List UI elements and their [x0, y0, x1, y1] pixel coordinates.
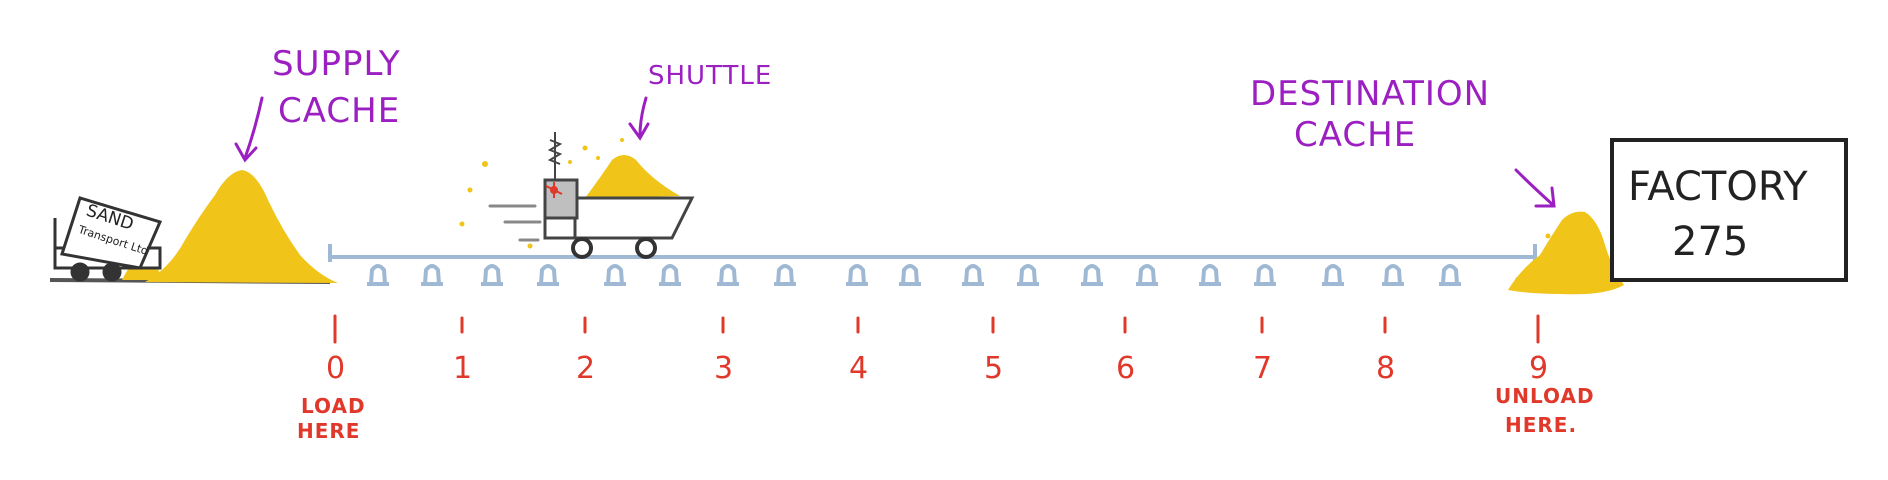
- destination-cache-label-line1: DESTINATION: [1250, 74, 1490, 114]
- supply-cache-arrow-icon: [234, 96, 264, 163]
- rail-support: [717, 264, 739, 286]
- rail-support: [962, 264, 984, 286]
- position-markers: 0 1 2 3 4 5 6 7 8 9: [326, 314, 1548, 386]
- rail-support: [899, 264, 921, 286]
- rail-support: [537, 264, 559, 286]
- rail-support: [1322, 264, 1344, 286]
- position-label-5: 5: [984, 351, 1003, 386]
- destination-sand-pile: [1508, 211, 1624, 295]
- supply-sand-pile: [145, 170, 338, 283]
- rail-support: [1199, 264, 1221, 286]
- shuttle-arrow-icon: [628, 96, 650, 141]
- sand-particles: [459, 138, 624, 249]
- rail-support: [1017, 264, 1039, 286]
- rail-support: [1439, 264, 1461, 286]
- rail-support: [1136, 264, 1158, 286]
- position-label-9: 9: [1529, 351, 1548, 386]
- unload-note-line1: UNLOAD: [1495, 384, 1595, 408]
- rail-support: [481, 264, 503, 286]
- shuttle-vehicle: [459, 132, 695, 259]
- load-note-line2: HERE: [297, 419, 360, 443]
- position-label-2: 2: [576, 351, 595, 386]
- rail-support: [1382, 264, 1404, 286]
- shuttle-red-light-icon: [545, 182, 563, 198]
- sand-truck: [53, 196, 163, 282]
- rail-support: [1081, 264, 1103, 286]
- shuttle-motor-box: [543, 178, 579, 220]
- position-label-1: 1: [453, 351, 472, 386]
- position-label-6: 6: [1116, 351, 1135, 386]
- rail-support: [367, 264, 389, 286]
- position-label-7: 7: [1253, 351, 1272, 386]
- position-label-3: 3: [714, 351, 733, 386]
- position-label-4: 4: [849, 351, 868, 386]
- factory-box: FACTORY 275: [1610, 138, 1848, 282]
- speed-lines: [488, 204, 542, 242]
- position-label-8: 8: [1376, 351, 1395, 386]
- load-note-line1: LOAD: [301, 394, 366, 418]
- rail-support: [659, 264, 681, 286]
- shuttle-sand-load: [585, 155, 680, 198]
- rail-support: [421, 264, 443, 286]
- factory-number: 275: [1672, 219, 1748, 265]
- supply-cache-label-line1: SUPPLY: [272, 44, 401, 84]
- rail-supports: [367, 264, 1461, 286]
- rail-track: [328, 244, 1537, 262]
- rail-support: [1254, 264, 1276, 286]
- supply-cache-label-line2: CACHE: [278, 91, 400, 131]
- rail-support: [774, 264, 796, 286]
- destination-cache-arrow-icon: [1514, 168, 1556, 208]
- destination-cache-label-line2: CACHE: [1294, 115, 1416, 155]
- position-label-0: 0: [326, 351, 345, 386]
- rail-support: [604, 264, 626, 286]
- factory-name: FACTORY: [1628, 164, 1808, 210]
- rail-support: [846, 264, 868, 286]
- shuttle-label: SHUTTLE: [648, 61, 772, 91]
- unload-note-line2: HERE.: [1505, 413, 1577, 437]
